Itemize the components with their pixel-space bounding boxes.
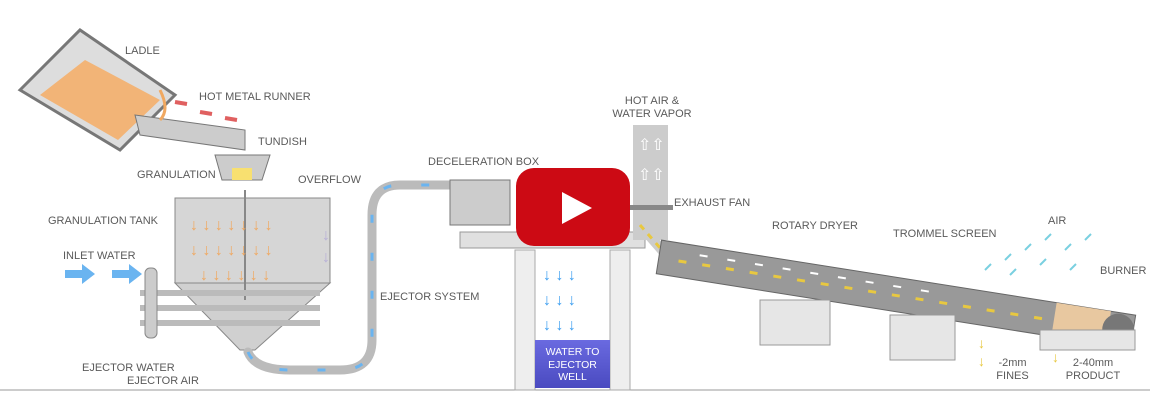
exhaust-stack bbox=[633, 125, 668, 240]
label-ejector-air: EJECTOR AIR bbox=[127, 375, 199, 387]
svg-text:↓: ↓ bbox=[322, 249, 330, 266]
tundish bbox=[214, 154, 271, 181]
svg-text:↓: ↓ bbox=[1052, 349, 1059, 365]
label-exhaust-fan: EXHAUST FAN bbox=[674, 197, 751, 209]
well-line3: WELL bbox=[558, 371, 587, 383]
svg-text:↓: ↓ bbox=[322, 227, 330, 244]
svg-text:↓ ↓ ↓: ↓ ↓ ↓ bbox=[543, 292, 576, 309]
svg-text:↓: ↓ bbox=[978, 353, 985, 369]
deceleration-box bbox=[449, 179, 511, 226]
label-fines-line1: -2mm bbox=[998, 357, 1027, 369]
label-fines-line2: FINES bbox=[996, 370, 1029, 382]
label-trommel-screen: TROMMEL SCREEN bbox=[893, 228, 997, 240]
label-ladle: LADLE bbox=[125, 45, 160, 57]
label-hot-metal-runner: HOT METAL RUNNER bbox=[199, 91, 311, 103]
label-deceleration-box: DECELERATION BOX bbox=[428, 156, 540, 168]
well-line2: EJECTOR bbox=[548, 358, 597, 371]
label-tundish: TUNDISH bbox=[258, 136, 307, 148]
label-fines: -2mm FINES bbox=[990, 357, 1035, 383]
label-product-line2: PRODUCT bbox=[1065, 370, 1121, 382]
svg-text:↓ ↓ ↓ ↓ ↓ ↓ ↓: ↓ ↓ ↓ ↓ ↓ ↓ ↓ bbox=[190, 217, 273, 234]
air-arrows bbox=[984, 233, 1092, 276]
hot-metal-runner bbox=[134, 89, 246, 151]
label-inlet-water: INLET WATER bbox=[63, 250, 136, 262]
svg-text:⇧⇧: ⇧⇧ bbox=[638, 167, 665, 184]
ejector-pipe bbox=[243, 180, 460, 375]
label-burner: BURNER bbox=[1100, 265, 1147, 277]
label-ejector-system: EJECTOR SYSTEM bbox=[380, 291, 480, 303]
label-air: AIR bbox=[1048, 215, 1067, 227]
svg-text:↓ ↓ ↓ ↓ ↓ ↓: ↓ ↓ ↓ ↓ ↓ ↓ bbox=[200, 267, 270, 284]
label-hot-air: HOT AIR & WATER VAPOR bbox=[612, 95, 692, 121]
svg-text:↓ ↓ ↓ ↓ ↓ ↓ ↓: ↓ ↓ ↓ ↓ ↓ ↓ ↓ bbox=[190, 242, 273, 259]
inlet-water-arrows bbox=[65, 264, 142, 284]
label-overflow: OVERFLOW bbox=[298, 174, 361, 186]
svg-text:↓ ↓ ↓: ↓ ↓ ↓ bbox=[543, 317, 576, 334]
label-granulation: GRANULATION bbox=[137, 169, 216, 181]
label-hot-air-line2: WATER VAPOR bbox=[612, 108, 692, 120]
dryer-supports bbox=[759, 299, 1136, 361]
svg-text:↓ ↓ ↓: ↓ ↓ ↓ bbox=[543, 267, 576, 284]
label-product-line1: 2-40mm bbox=[1072, 357, 1114, 369]
svg-text:⇧⇧: ⇧⇧ bbox=[638, 137, 665, 154]
svg-text:↓: ↓ bbox=[978, 335, 985, 351]
water-down-arrows: ↓ ↓ ↓ ↓ ↓ ↓ ↓ ↓ ↓ bbox=[543, 267, 576, 334]
water-to-ejector-well: WATER TO EJECTOR WELL bbox=[535, 340, 610, 388]
label-ejector-water: EJECTOR WATER bbox=[82, 362, 175, 374]
label-hot-air-line1: HOT AIR & bbox=[624, 95, 680, 107]
granulation-tank: ↓ ↓ ↓ ↓ ↓ ↓ ↓ ↓ ↓ ↓ ↓ ↓ ↓ ↓ ↓ ↓ ↓ ↓ ↓ ↓ … bbox=[140, 190, 332, 351]
label-rotary-dryer: ROTARY DRYER bbox=[772, 220, 858, 232]
play-icon[interactable] bbox=[516, 168, 630, 246]
label-granulation-tank: GRANULATION TANK bbox=[48, 215, 159, 227]
label-product: 2-40mm PRODUCT bbox=[1063, 357, 1123, 383]
well-line1: WATER TO bbox=[545, 346, 600, 358]
